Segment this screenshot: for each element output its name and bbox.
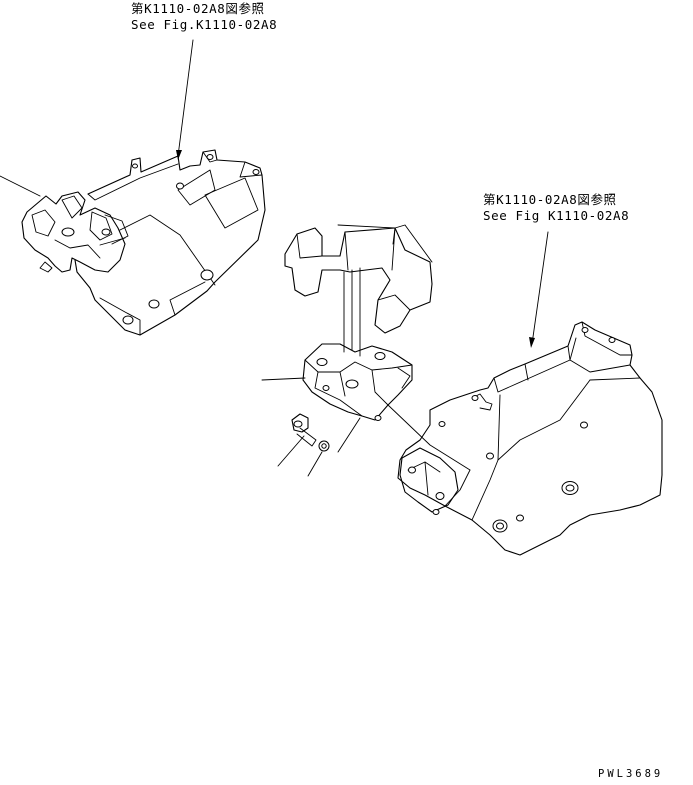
center-small-bracket bbox=[261, 343, 471, 471]
right-frame-assembly bbox=[397, 231, 663, 556]
reference-note-right-english: See Fig K1110-02A8 bbox=[483, 208, 630, 223]
assembly-guide-lines bbox=[343, 267, 361, 357]
center-cover-plate bbox=[284, 224, 433, 334]
reference-note-right-japanese: 第K1110-02A8図参照 bbox=[483, 192, 617, 207]
reference-note-top-japanese: 第K1110-02A8図参照 bbox=[131, 1, 265, 16]
bolt-and-washer bbox=[277, 413, 330, 477]
left-bracket-assembly bbox=[0, 39, 266, 336]
drawing-number: PWL3689 bbox=[598, 768, 664, 780]
reference-note-top-english: See Fig.K1110-02A8 bbox=[131, 17, 278, 32]
